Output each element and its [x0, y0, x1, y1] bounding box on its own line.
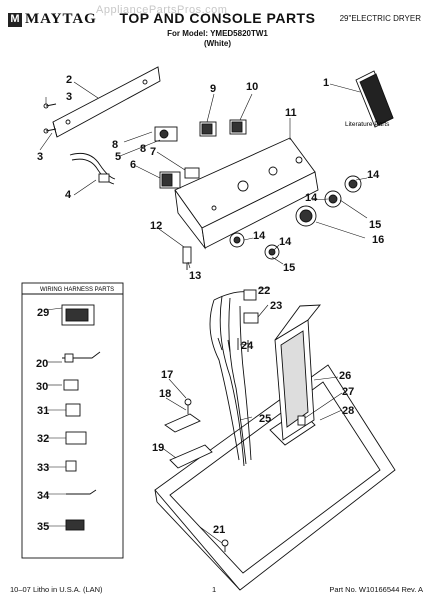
callout-23: 23 [270, 300, 282, 312]
callout-3: 3 [66, 91, 72, 103]
callout-8: 8 [140, 143, 146, 155]
callout-13: 13 [189, 270, 201, 282]
console-back-panel [52, 66, 161, 138]
callout-12: 12 [150, 220, 162, 232]
page-title: TOP AND CONSOLE PARTS [119, 10, 316, 26]
callout-4: 4 [65, 189, 72, 201]
screw-parts [43, 103, 57, 134]
brand-logo: M MAYTAG [8, 11, 97, 28]
wiring-harness-panel [21, 282, 124, 559]
callout-35: 35 [37, 521, 49, 533]
footer-part-number: Part No. W10166544 Rev. A [329, 585, 423, 594]
callout-27: 27 [342, 386, 354, 398]
callout-11: 11 [285, 107, 297, 119]
callout-14: 14 [279, 236, 292, 248]
callout-24: 24 [241, 340, 254, 352]
main-harness-cables [209, 289, 259, 467]
callout-14: 14 [367, 169, 380, 181]
callout-14: 14 [305, 192, 318, 204]
hinge-bracket [164, 398, 306, 552]
callout-9: 9 [210, 83, 216, 95]
model-line: For Model: YMED5820TW1 [167, 29, 268, 38]
wiring-harness-items [61, 304, 101, 531]
callout-3: 3 [37, 151, 43, 163]
callout-31: 31 [37, 405, 49, 417]
callout-7: 7 [150, 146, 156, 158]
callout-20: 20 [36, 358, 48, 370]
timer-parts [154, 126, 200, 189]
callout-16: 16 [372, 234, 384, 246]
callout-29: 29 [37, 307, 49, 319]
callout-18: 18 [159, 388, 171, 400]
callout-15: 15 [369, 219, 381, 231]
callout-26: 26 [339, 370, 351, 382]
brand-name: MAYTAG [25, 11, 97, 27]
wiring-panel-label: WIRING HARNESS PARTS [40, 287, 114, 293]
callout-17: 17 [161, 369, 173, 381]
callout-10: 10 [246, 81, 258, 93]
callout-22: 22 [258, 285, 270, 297]
watermark-text: AppliancePartsPros.com [96, 4, 228, 16]
callout-5: 5 [115, 151, 121, 163]
endcap-parts [182, 246, 192, 270]
callout-1: 1 [323, 77, 329, 89]
callout-28: 28 [342, 405, 354, 417]
callout-14: 14 [253, 230, 266, 242]
wire-harness-icon [69, 152, 116, 185]
footer-litho: 10–07 Litho in U.S.A. (LAN) [10, 585, 103, 594]
literature-label: Literature Parts [345, 121, 390, 128]
dryer-top [154, 364, 396, 591]
callout-19: 19 [152, 442, 164, 454]
callout-33: 33 [37, 462, 49, 474]
callout-6: 6 [130, 159, 136, 171]
callout-21: 21 [213, 524, 225, 536]
callout-32: 32 [37, 433, 49, 445]
console-switches [199, 119, 247, 137]
lint-screen-housing [274, 304, 321, 441]
literature-booklet-icon [355, 70, 394, 128]
console-panel [174, 137, 319, 250]
product-type: 29"ELECTRIC DRYER [339, 14, 421, 23]
callout-34: 34 [37, 490, 50, 502]
callout-30: 30 [36, 381, 48, 393]
callout-25: 25 [259, 413, 271, 425]
footer-page-number: 1 [212, 585, 217, 594]
callout-15: 15 [283, 262, 295, 274]
maytag-logo-icon: M [8, 12, 22, 27]
color-line: (White) [203, 39, 232, 48]
callout-2: 2 [66, 74, 72, 86]
leader-lines [39, 81, 368, 544]
callout-8: 8 [112, 139, 118, 151]
